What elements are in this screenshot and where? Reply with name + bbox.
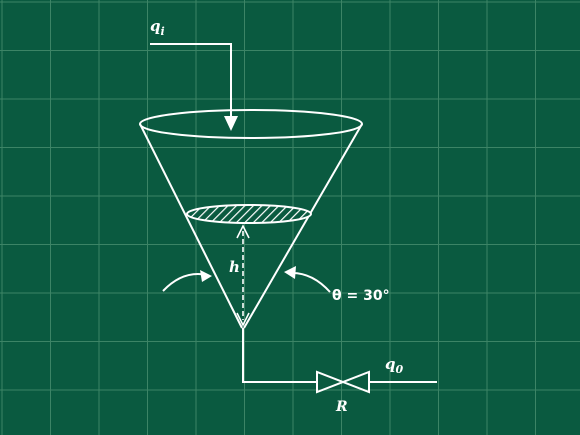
inflow-label: qi [150, 17, 165, 38]
outflow-pipe [242, 328, 437, 383]
angle-arrow-right-icon [284, 266, 296, 279]
liquid-surface [186, 204, 312, 224]
height-label: h [229, 258, 240, 276]
height-indicator [236, 224, 250, 327]
tank-left-wall [139, 123, 243, 329]
inflow-pipe [150, 43, 232, 122]
angle-arrow-left-icon [200, 270, 212, 282]
conical-tank [139, 109, 363, 329]
inflow-arrow-icon [224, 116, 238, 131]
valve-resistance-label: R [335, 399, 348, 415]
valve-icon [316, 370, 370, 394]
tank-right-wall [243, 123, 363, 329]
outflow-label: q0 [385, 355, 404, 376]
angle-label: θ = 30° [332, 288, 390, 304]
